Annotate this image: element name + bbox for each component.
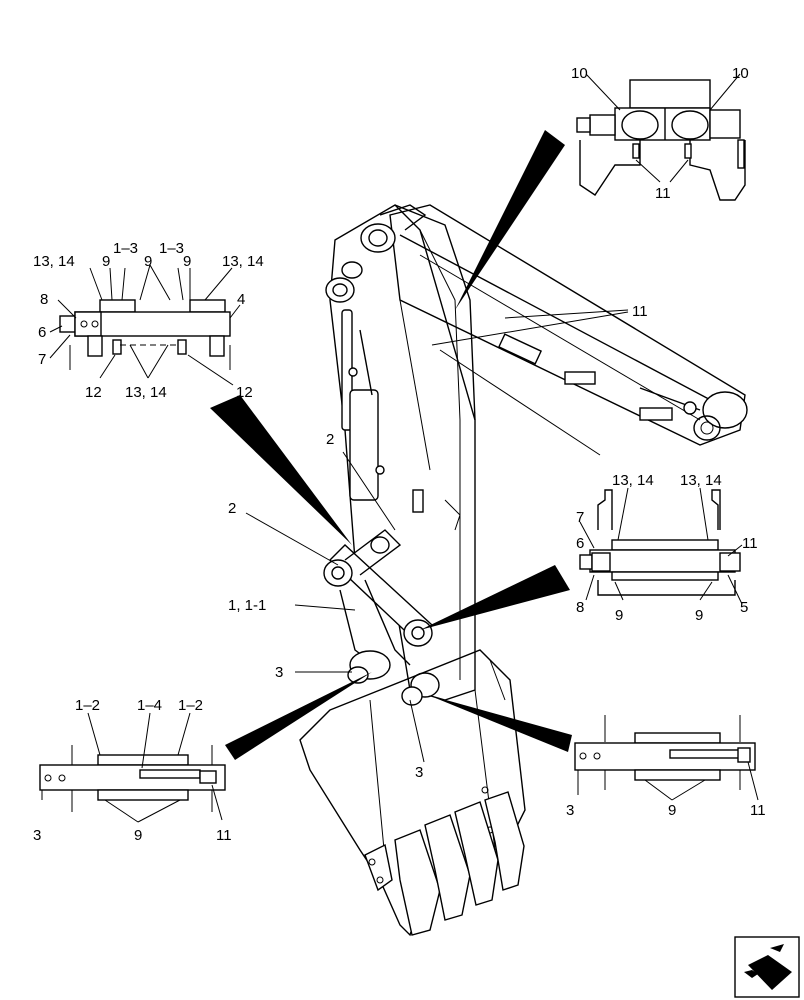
excavator-arm-drawing: [299, 204, 748, 937]
callout-6-mid: 6: [576, 535, 584, 552]
callout-9-mid-b: 9: [695, 607, 703, 624]
callout-6: 6: [38, 324, 46, 341]
callout-13-14-c: 13, 14: [125, 384, 167, 401]
callout-8: 8: [40, 291, 48, 308]
callout-13-14-right: 13, 14: [680, 472, 722, 489]
callout-9-a: 9: [102, 253, 110, 270]
callout-pointers: [210, 130, 572, 760]
callout-9-c: 9: [183, 253, 191, 270]
callout-9-b: 9: [144, 253, 152, 270]
callout-10a: 10: [571, 65, 588, 82]
callout-12-a: 12: [85, 384, 102, 401]
callout-7-mid: 7: [576, 509, 584, 526]
callout-3-bottom: 3: [415, 764, 423, 781]
callout-2-upper: 2: [326, 431, 334, 448]
callout-10b: 10: [732, 65, 749, 82]
callout-11-mid: 11: [742, 535, 758, 552]
callout-11: 11: [655, 185, 671, 202]
callout-1-3-b: 1–3: [159, 240, 184, 257]
callout-8-mid: 8: [576, 599, 584, 616]
callout-1-4: 1–4: [137, 697, 162, 714]
callout-3-left: 3: [275, 664, 283, 681]
detail-top-left: 13, 14 9 1–3 9 1–3 9 13, 14 8 4 6 7 12 1…: [33, 240, 264, 401]
callout-9-bl: 9: [134, 827, 142, 844]
detail-bottom-left: 1–2 1–4 1–2 3 9 11: [33, 697, 232, 844]
callout-13-14-a: 13, 14: [33, 253, 75, 270]
detail-mid-right: 13, 14 13, 14 7 6 11 8 9 9 5: [576, 472, 758, 624]
callout-11-main: 11: [632, 303, 648, 320]
callout-13-14-left: 13, 14: [612, 472, 654, 489]
page-turn-arrow-icon[interactable]: [734, 936, 800, 998]
callout-5: 5: [740, 599, 748, 616]
callout-7: 7: [38, 351, 46, 368]
callout-12-b: 12: [236, 384, 253, 401]
callout-1-2-b: 1–2: [178, 697, 203, 714]
callout-1-2-a: 1–2: [75, 697, 100, 714]
callout-9-mid-a: 9: [615, 607, 623, 624]
main-leaders: [245, 309, 629, 763]
callout-1-1-1: 1, 1-1: [228, 597, 266, 614]
callout-3-br: 3: [566, 802, 574, 819]
callout-3-bl: 3: [33, 827, 41, 844]
callout-2-lower: 2: [228, 500, 236, 517]
callout-9-br: 9: [668, 802, 676, 819]
callout-4: 4: [237, 291, 245, 308]
callout-13-14-b: 13, 14: [222, 253, 264, 270]
callout-11-br: 11: [750, 802, 766, 819]
main-callouts: 11 2 2 1, 1-1 3 3: [228, 303, 648, 781]
detail-bottom-right: 3 9 11: [566, 715, 766, 819]
detail-top-right: 10 10 11: [571, 65, 749, 202]
callout-1-3-a: 1–3: [113, 240, 138, 257]
callout-11-bl: 11: [216, 827, 232, 844]
